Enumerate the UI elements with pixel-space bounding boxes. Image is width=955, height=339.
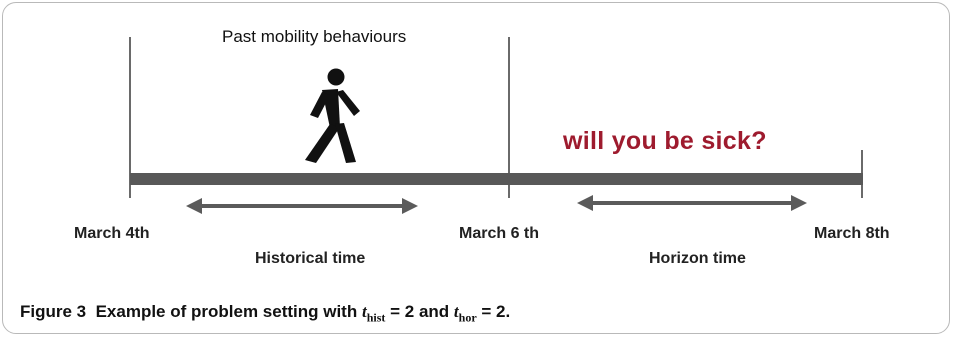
horizon-time-label: Horizon time: [649, 250, 746, 267]
caption-sub-hist: hist: [366, 310, 386, 325]
caption-eq1: = 2 and: [390, 302, 450, 321]
caption-var-t-hor: t: [453, 302, 459, 321]
date-start: March 4th: [74, 225, 150, 242]
caption-var-t-hist: t: [361, 302, 367, 321]
figure-caption: Figure 3 Example of problem setting with…: [20, 302, 510, 325]
figure-frame: [2, 2, 950, 334]
historical-time-label: Historical time: [255, 250, 366, 267]
caption-text: Example of problem setting with: [95, 302, 358, 321]
caption-label: Figure 3: [20, 302, 87, 321]
sick-question: will you be sick?: [563, 127, 767, 155]
historical-arrow: [186, 198, 418, 214]
caption-sub-hor: hor: [458, 310, 477, 325]
caption-eq2: = 2.: [481, 302, 511, 321]
past-mobility-title: Past mobility behaviours: [222, 27, 407, 46]
date-end: March 8th: [814, 225, 890, 242]
date-middle: March 6 th: [459, 225, 540, 242]
walking-person-icon: [305, 68, 360, 163]
timeline-bar: [130, 173, 863, 185]
horizon-arrow: [577, 195, 807, 211]
